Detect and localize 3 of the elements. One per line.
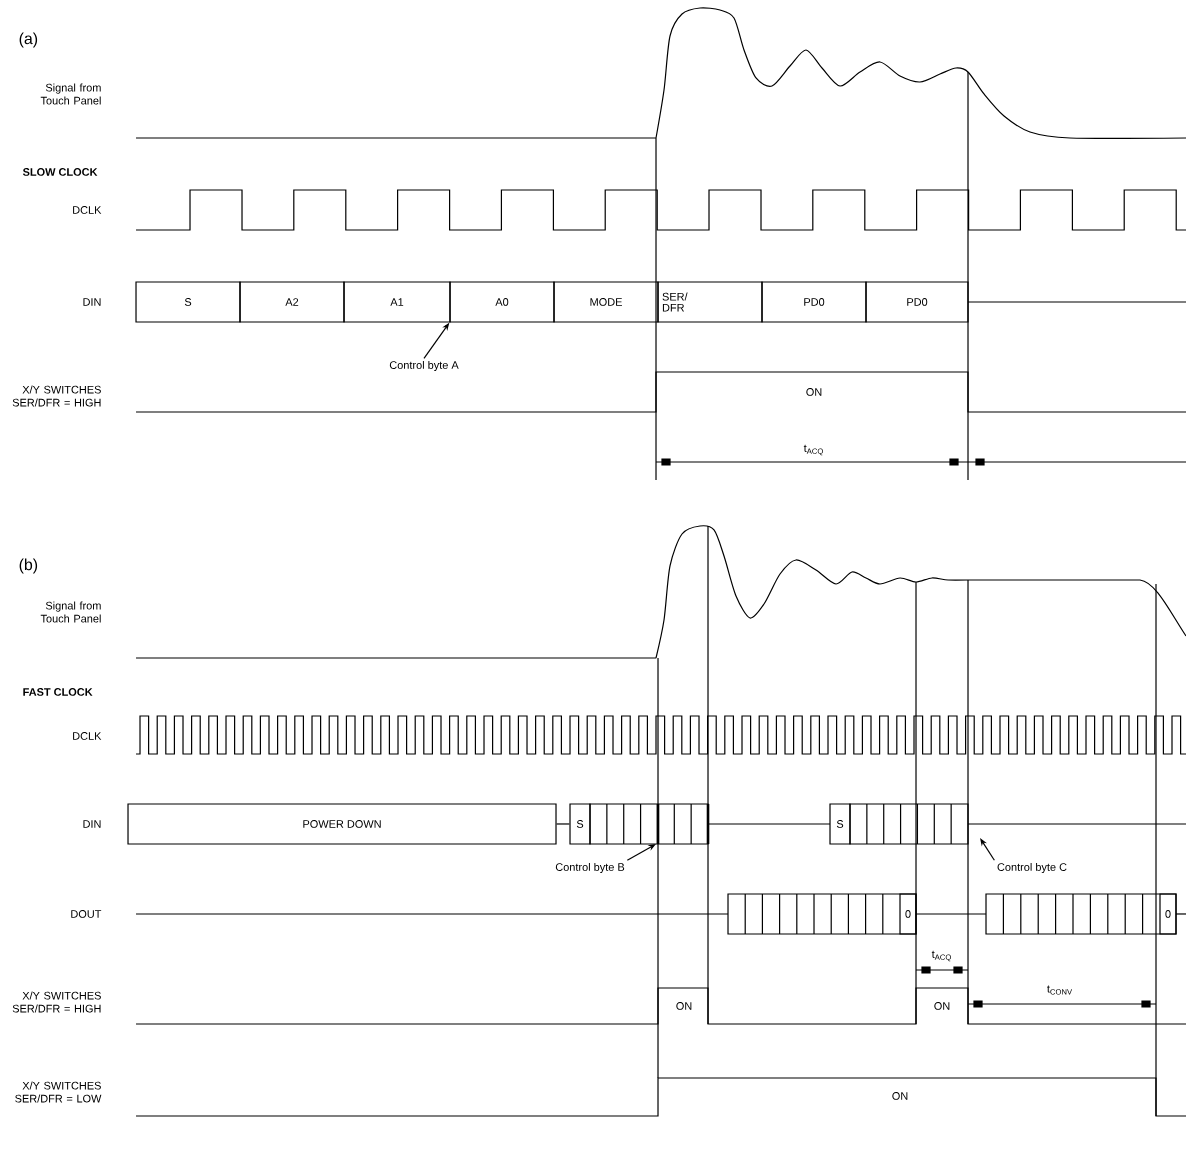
leader-arrow: [626, 844, 656, 861]
leader-arrow: [980, 838, 995, 861]
bus-line: [556, 823, 570, 825]
